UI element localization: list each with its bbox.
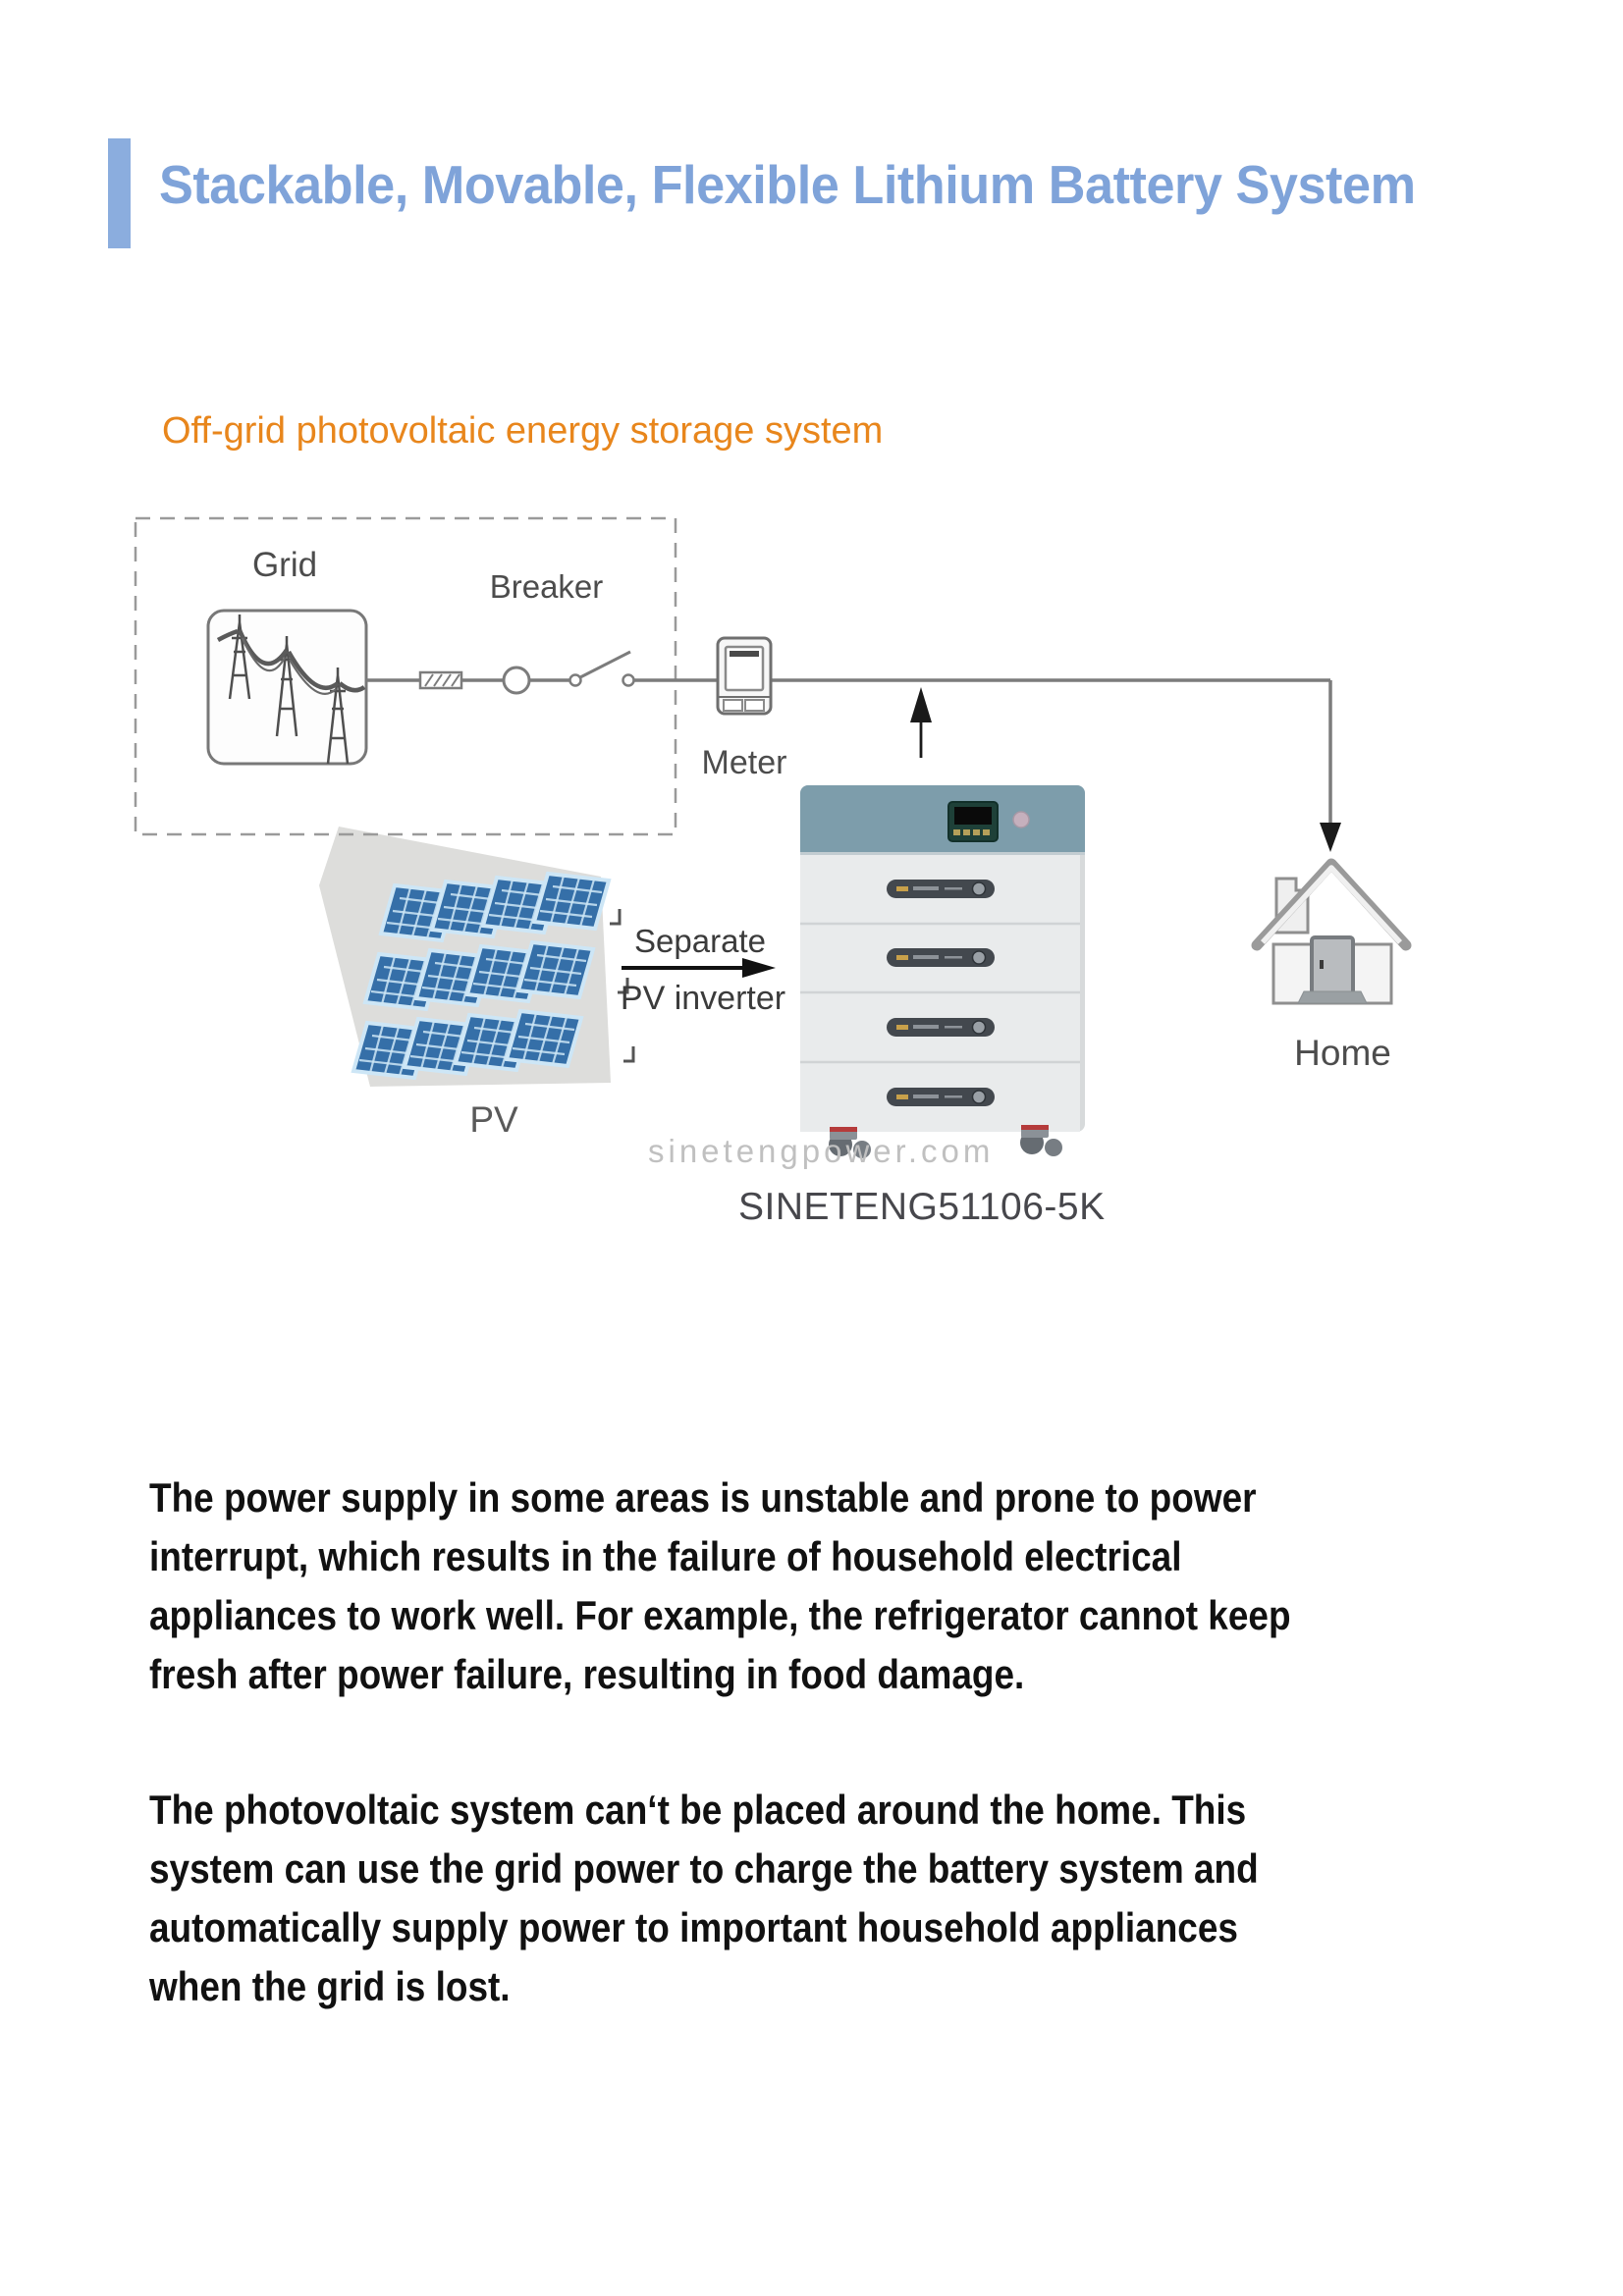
home-label: Home	[1294, 1033, 1391, 1073]
separate-label: Separate	[634, 923, 766, 959]
wire-to-home-arrowhead	[1320, 823, 1341, 852]
house-icon	[1251, 858, 1412, 1005]
meter-label: Meter	[701, 744, 787, 781]
body-text: The power supply in some areas is unstab…	[149, 1468, 1402, 2016]
grid-icon	[206, 609, 368, 766]
dashed-boundary-box	[134, 516, 677, 836]
pv-panels-icon	[352, 872, 635, 1080]
pv-label: PV	[469, 1099, 518, 1140]
page-title: Stackable, Movable, Flexible Lithium Bat…	[159, 154, 1416, 215]
inverter-indicator-icon	[1012, 811, 1030, 828]
product-model-name: SINETENG51106-5K	[738, 1186, 1106, 1228]
ct-circle-icon	[502, 666, 531, 695]
battery-stack-icon	[800, 785, 1085, 1158]
grid-label: Grid	[251, 546, 318, 584]
paragraph-2: The photovoltaic system can‘t be placed …	[149, 1787, 1259, 2009]
circuit-wire	[366, 650, 1332, 825]
paragraph-1: The power supply in some areas is unstab…	[149, 1474, 1291, 1697]
flow-arrows	[622, 687, 1341, 978]
section-heading: Off-grid photovoltaic energy storage sys…	[162, 410, 884, 452]
breaker-label: Breaker	[489, 568, 604, 605]
breaker-switch-icon	[568, 650, 635, 687]
meter-icon	[716, 636, 773, 716]
title-accent-bar	[108, 138, 131, 248]
inverter-display-icon	[947, 801, 999, 842]
watermark-text: sinetengpower.com	[648, 1133, 995, 1169]
pv-inverter-label: PV inverter	[620, 980, 786, 1017]
battery-module-faceplates	[887, 880, 995, 1106]
battery-wheels-icon	[829, 1125, 1062, 1158]
